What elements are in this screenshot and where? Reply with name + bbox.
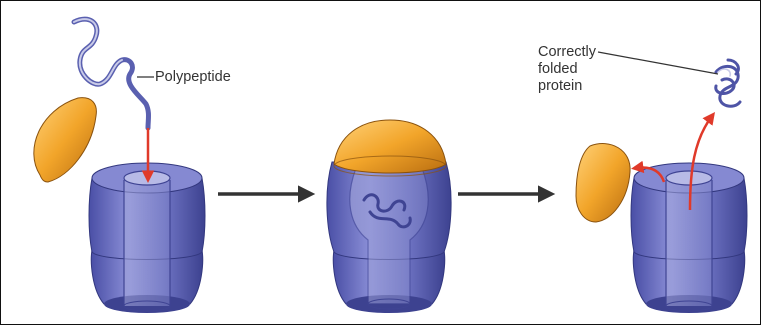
chaperonin-barrel-icon [89, 163, 205, 313]
stage-2-chaperonin [327, 120, 451, 313]
folded-protein-icon [716, 60, 740, 106]
folded-label-line-2: folded [538, 61, 618, 78]
polypeptide-label: Polypeptide [155, 69, 231, 86]
folded-label-line-1: Correctly [538, 44, 618, 61]
chaperonin-barrel-icon [327, 162, 451, 313]
gros-es-cap-icon [576, 144, 630, 222]
gros-es-cap-icon [334, 120, 446, 173]
chaperonin-barrel-icon [631, 163, 747, 313]
gros-es-cap-icon [34, 98, 97, 182]
folded-label-line-3: protein [538, 78, 618, 95]
stage-1-chaperonin [34, 19, 205, 313]
folded-protein-label: Correctly folded protein [538, 44, 618, 95]
